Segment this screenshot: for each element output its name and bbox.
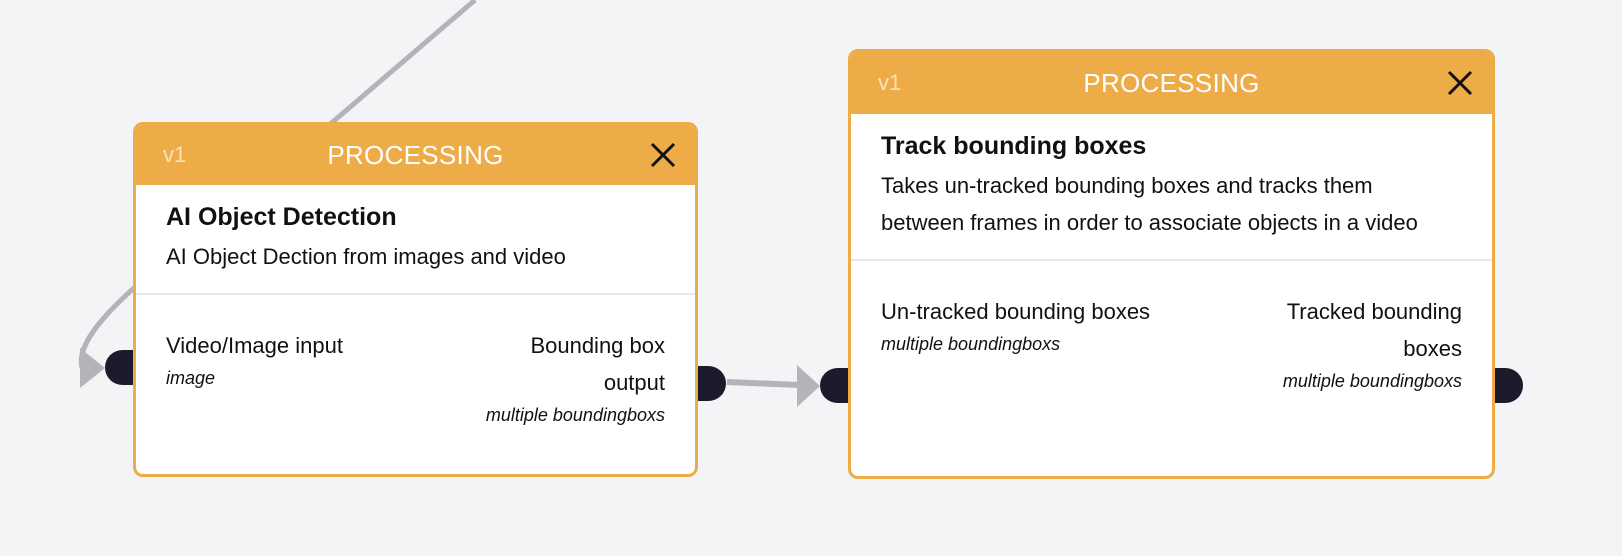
input-port: Un-tracked bounding boxes multiple bound…	[881, 293, 1150, 395]
node-description: Takes un-tracked bounding boxes and trac…	[881, 173, 1418, 235]
node-header: v1 PROCESSING	[851, 52, 1492, 114]
output-type: multiple boundingboxs	[485, 405, 665, 425]
node-track-bounding-boxes[interactable]: v1 PROCESSING Track bounding boxes Takes…	[848, 49, 1495, 479]
input-port: Video/Image input image	[166, 327, 343, 429]
input-type: multiple boundingboxs	[881, 334, 1061, 354]
edge-arrowhead	[797, 365, 820, 407]
node2-output-handle[interactable]	[1493, 368, 1523, 403]
edge-incoming-arrowhead	[80, 348, 105, 388]
node-header: v1 PROCESSING	[136, 125, 695, 185]
node-description: AI Object Dection from images and video	[166, 244, 566, 269]
input-type: image	[166, 368, 216, 388]
output-port: Bounding box output multiple boundingbox…	[465, 327, 665, 429]
node1-output-handle[interactable]	[696, 366, 726, 401]
node2-input-handle[interactable]	[820, 368, 850, 403]
node-ai-object-detection[interactable]: v1 PROCESSING AI Object Detection AI Obj…	[133, 122, 698, 477]
input-label: Un-tracked bounding boxes	[881, 299, 1151, 324]
version-label: v1	[878, 70, 902, 95]
version-label: v1	[163, 142, 187, 167]
status-label: PROCESSING	[327, 139, 504, 170]
input-label: Video/Image input	[166, 333, 343, 358]
status-label: PROCESSING	[1083, 67, 1260, 98]
output-type: multiple boundingboxs	[1282, 371, 1462, 391]
node1-input-handle[interactable]	[105, 350, 135, 385]
node-title: Track bounding boxes	[881, 132, 1147, 160]
close-icon[interactable]	[1446, 69, 1474, 97]
close-icon[interactable]	[649, 141, 677, 169]
output-label: Bounding box output	[530, 333, 665, 395]
edge-detection-to-tracking[interactable]	[726, 379, 801, 388]
output-port: Tracked bounding boxes multiple bounding…	[1222, 293, 1462, 395]
output-label: Tracked bounding boxes	[1286, 299, 1462, 361]
node-title: AI Object Detection	[166, 203, 397, 231]
